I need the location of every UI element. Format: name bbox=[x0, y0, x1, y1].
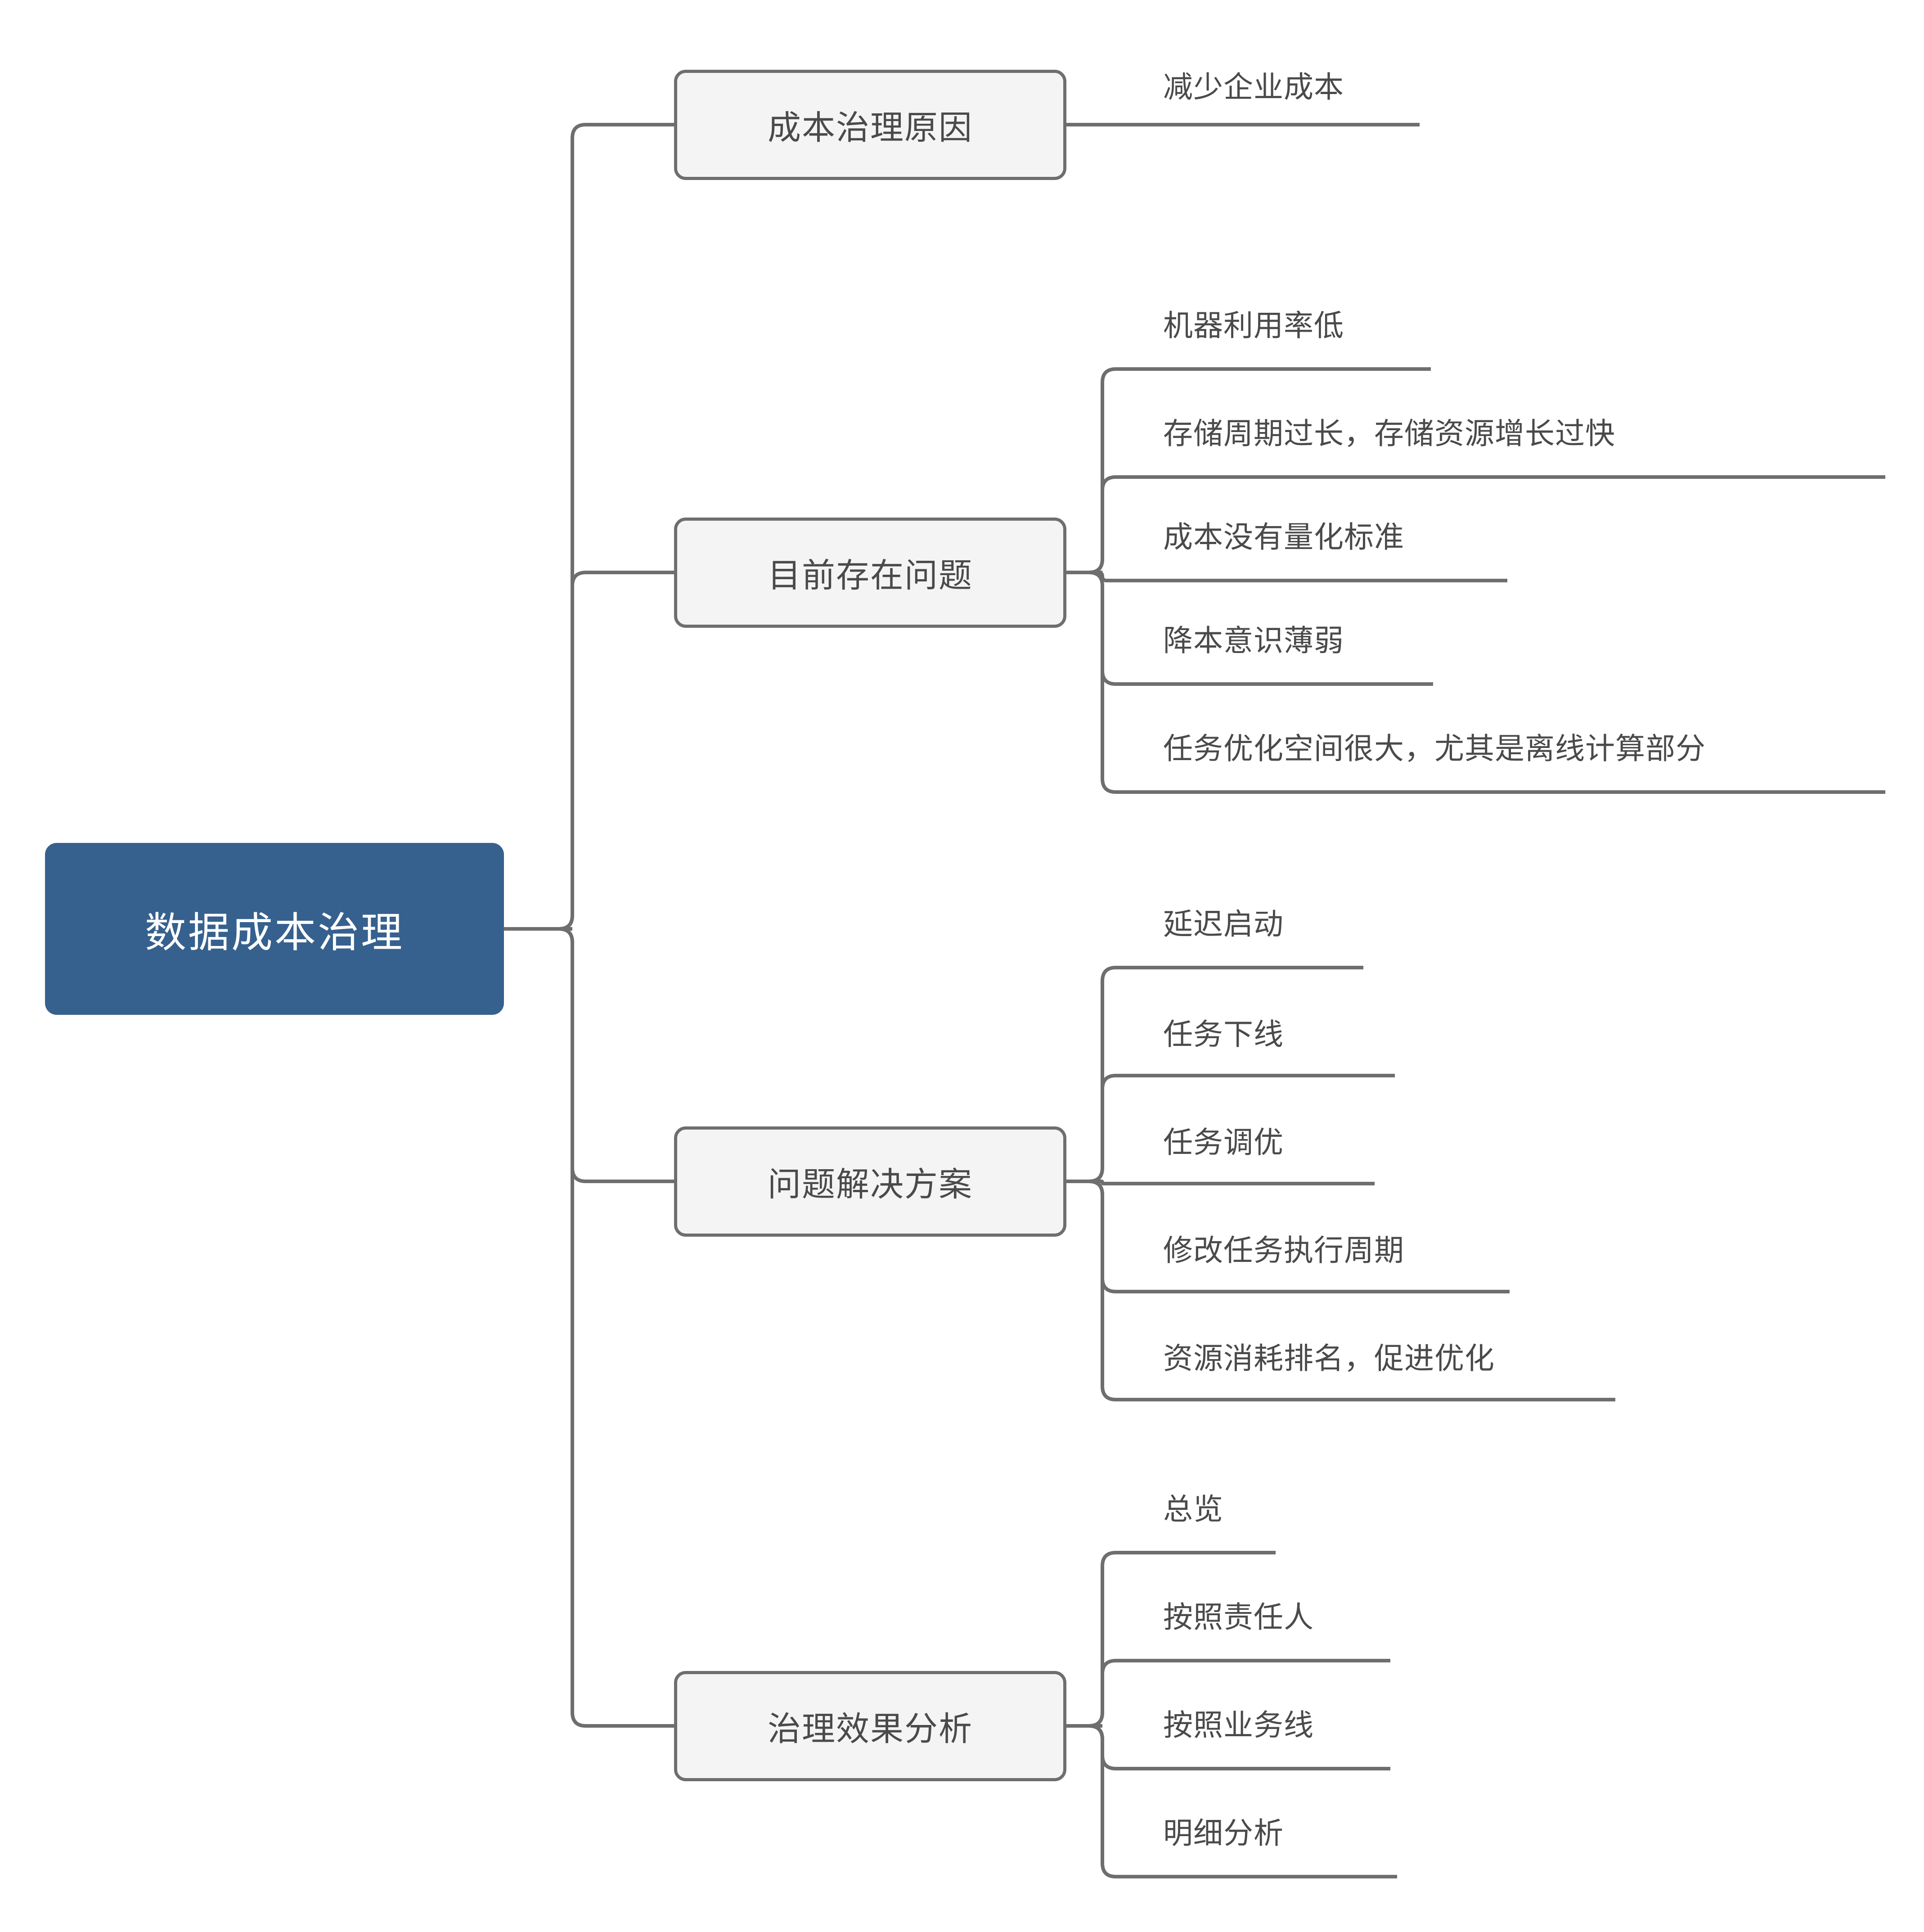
leaf-label[interactable]: 减少企业成本 bbox=[1163, 70, 1344, 104]
leaf-label[interactable]: 存储周期过长，存储资源增长过快 bbox=[1163, 417, 1615, 450]
leaf-label[interactable]: 机器利用率低 bbox=[1163, 309, 1344, 342]
leaf-label[interactable]: 任务优化空间很大，尤其是离线计算部分 bbox=[1163, 732, 1706, 765]
branch-node-1[interactable]: 成本治理原因 bbox=[674, 70, 1066, 180]
leaf-label[interactable]: 降本意识薄弱 bbox=[1163, 624, 1344, 657]
leaf-label[interactable]: 延迟启动 bbox=[1163, 907, 1284, 941]
leaf-label[interactable]: 任务调优 bbox=[1163, 1126, 1284, 1159]
leaf-label[interactable]: 资源消耗排名，促进优化 bbox=[1163, 1342, 1495, 1375]
leaf-label[interactable]: 总览 bbox=[1163, 1492, 1223, 1526]
branch-node-2[interactable]: 目前存在问题 bbox=[674, 518, 1066, 628]
leaf-label[interactable]: 修改任务执行周期 bbox=[1163, 1234, 1404, 1267]
leaf-label[interactable]: 按照责任人 bbox=[1163, 1600, 1314, 1634]
branch-node-3[interactable]: 问题解决方案 bbox=[674, 1126, 1066, 1237]
leaf-label[interactable]: 按照业务线 bbox=[1163, 1708, 1314, 1742]
leaf-label[interactable]: 任务下线 bbox=[1163, 1018, 1284, 1051]
branch-node-4[interactable]: 治理效果分析 bbox=[674, 1671, 1066, 1781]
leaf-label[interactable]: 成本没有量化标准 bbox=[1163, 520, 1404, 554]
root-node[interactable]: 数据成本治理 bbox=[45, 843, 504, 1015]
leaf-label[interactable]: 明细分析 bbox=[1163, 1816, 1284, 1850]
